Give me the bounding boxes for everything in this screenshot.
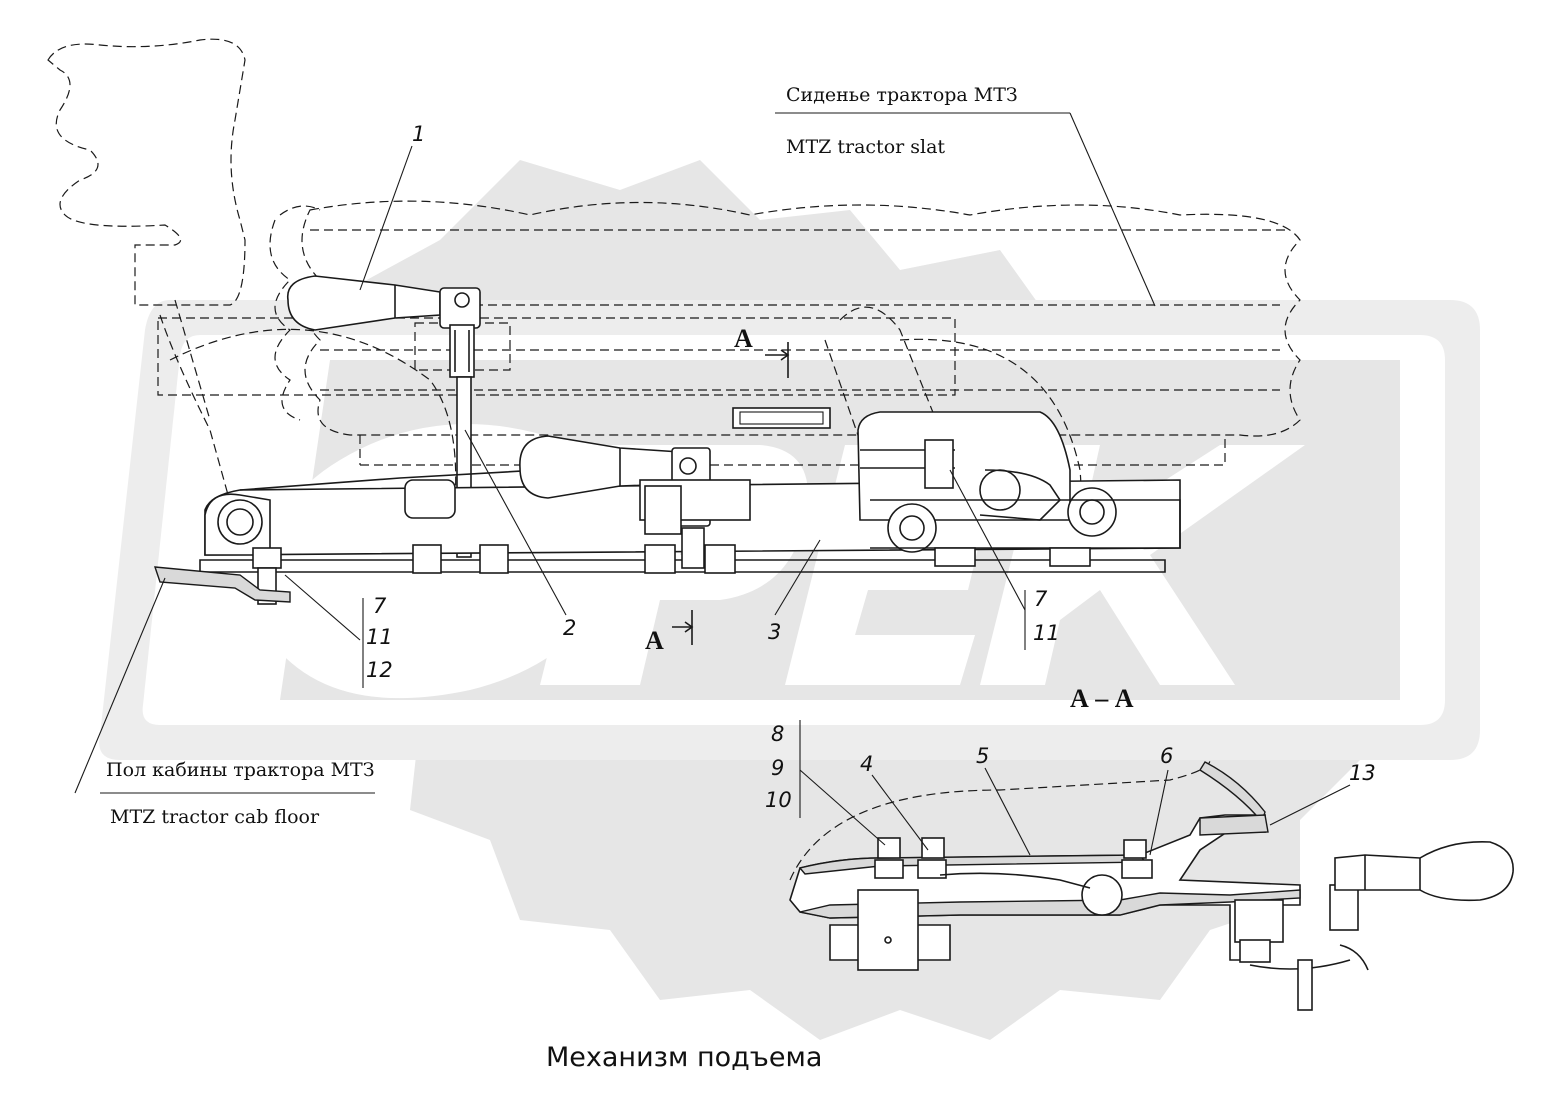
callout-7-left: 7 bbox=[373, 594, 387, 618]
callout-1: 1 bbox=[412, 122, 426, 146]
callout-12: 12 bbox=[366, 658, 393, 682]
callout-4: 4 bbox=[860, 752, 874, 776]
callout-13: 13 bbox=[1349, 761, 1376, 785]
callout-7-right: 7 bbox=[1034, 587, 1048, 611]
section-view-title: А – А bbox=[1070, 684, 1134, 713]
seat-label-ru: Сиденье трактора МТЗ bbox=[786, 84, 1018, 106]
callout-8: 8 bbox=[771, 722, 785, 746]
callout-11-right: 11 bbox=[1033, 621, 1060, 645]
callout-11-left: 11 bbox=[366, 625, 393, 649]
section-mark-bottom: А bbox=[645, 626, 664, 655]
callout-5: 5 bbox=[976, 744, 990, 768]
callout-10: 10 bbox=[765, 788, 792, 812]
lever-handle-1 bbox=[286, 275, 441, 331]
section-mark-top: А bbox=[734, 324, 753, 353]
operator-silhouette bbox=[47, 38, 246, 306]
right-latch bbox=[857, 411, 1071, 521]
callout-3: 3 bbox=[768, 620, 782, 644]
seat-cushion bbox=[301, 200, 1301, 437]
drawing-title: Механизм подъема bbox=[546, 1042, 823, 1073]
callout-6: 6 bbox=[1160, 744, 1174, 768]
cab-floor bbox=[153, 566, 291, 603]
floor-label-ru: Пол кабины трактора МТЗ bbox=[106, 759, 375, 781]
callout-2: 2 bbox=[563, 616, 577, 640]
floor-label-en: MTZ tractor cab floor bbox=[110, 806, 320, 828]
lever-handle-section bbox=[1334, 841, 1514, 902]
rod-2 bbox=[449, 324, 475, 378]
seat-label-en: MTZ tractor slat bbox=[786, 136, 946, 158]
callout-9: 9 bbox=[771, 756, 785, 780]
